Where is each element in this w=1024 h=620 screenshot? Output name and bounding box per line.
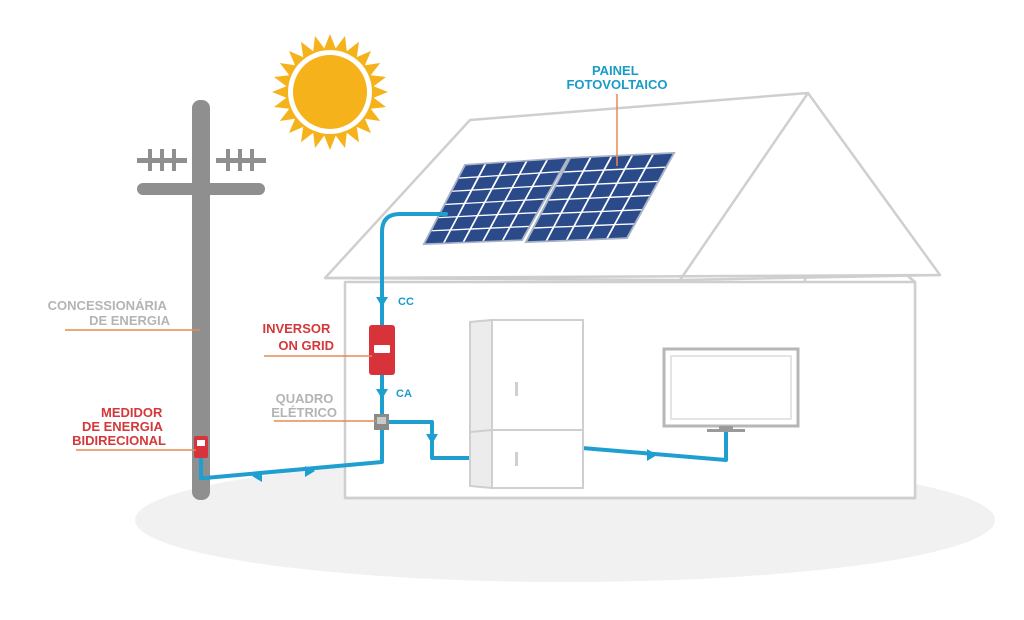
label-utility-line-1: CONCESSIONÁRIA [48,298,168,313]
arrow-left-icon [252,471,262,482]
label-meter-line-3: BIDIRECIONAL [72,433,166,448]
label-inverter-line-2: ON GRID [278,338,334,353]
label-meter-line-2: DE ENERGIA [82,419,164,434]
label-ac: CA [396,388,412,400]
label-dc: CC [398,296,414,308]
label-breaker-panel-line-2: ELÉTRICO [271,405,337,420]
label-panel: PAINEL FOTOVOLTAICO [566,63,667,92]
label-meter-line-1: MEDIDOR [101,405,163,420]
arrow-down-icon [376,297,388,307]
solar-panel-left [422,156,570,246]
tv-wire [580,426,728,462]
label-meter: MEDIDOR DE ENERGIA BIDIRECIONAL [72,405,166,448]
inverter-icon [369,325,395,375]
wire-arrows [252,297,657,482]
wiring [199,212,728,480]
label-utility: CONCESSIONÁRIA DE ENERGIA [48,298,171,328]
arrow-down-icon [426,434,438,444]
meter-icon [194,436,208,458]
label-inverter-line-1: INVERSOR [262,321,331,336]
dc-wire [380,212,448,327]
arrow-down-icon [376,389,388,399]
sun-icon [272,34,388,150]
label-panel-line-2: FOTOVOLTAICO [566,77,667,92]
arrow-right-icon [647,449,657,461]
television-icon [662,347,800,432]
label-panel-line-1: PAINEL [592,63,639,78]
house [323,91,942,500]
breaker-panel-icon [374,414,389,430]
label-breaker-panel: QUADRO ELÉTRICO [271,391,337,420]
refrigerator-icon [469,318,584,490]
label-utility-line-2: DE ENERGIA [89,313,171,328]
house-roof-ridge [678,92,810,281]
arrow-right-icon [305,466,315,477]
utility-pole-icon [137,100,266,500]
label-inverter: INVERSOR ON GRID [262,321,334,353]
solar-panel-right [524,151,676,244]
grid-wire [199,428,384,480]
label-breaker-panel-line-1: QUADRO [276,391,334,406]
house-eave [324,273,941,282]
house-front-wall [343,280,917,500]
